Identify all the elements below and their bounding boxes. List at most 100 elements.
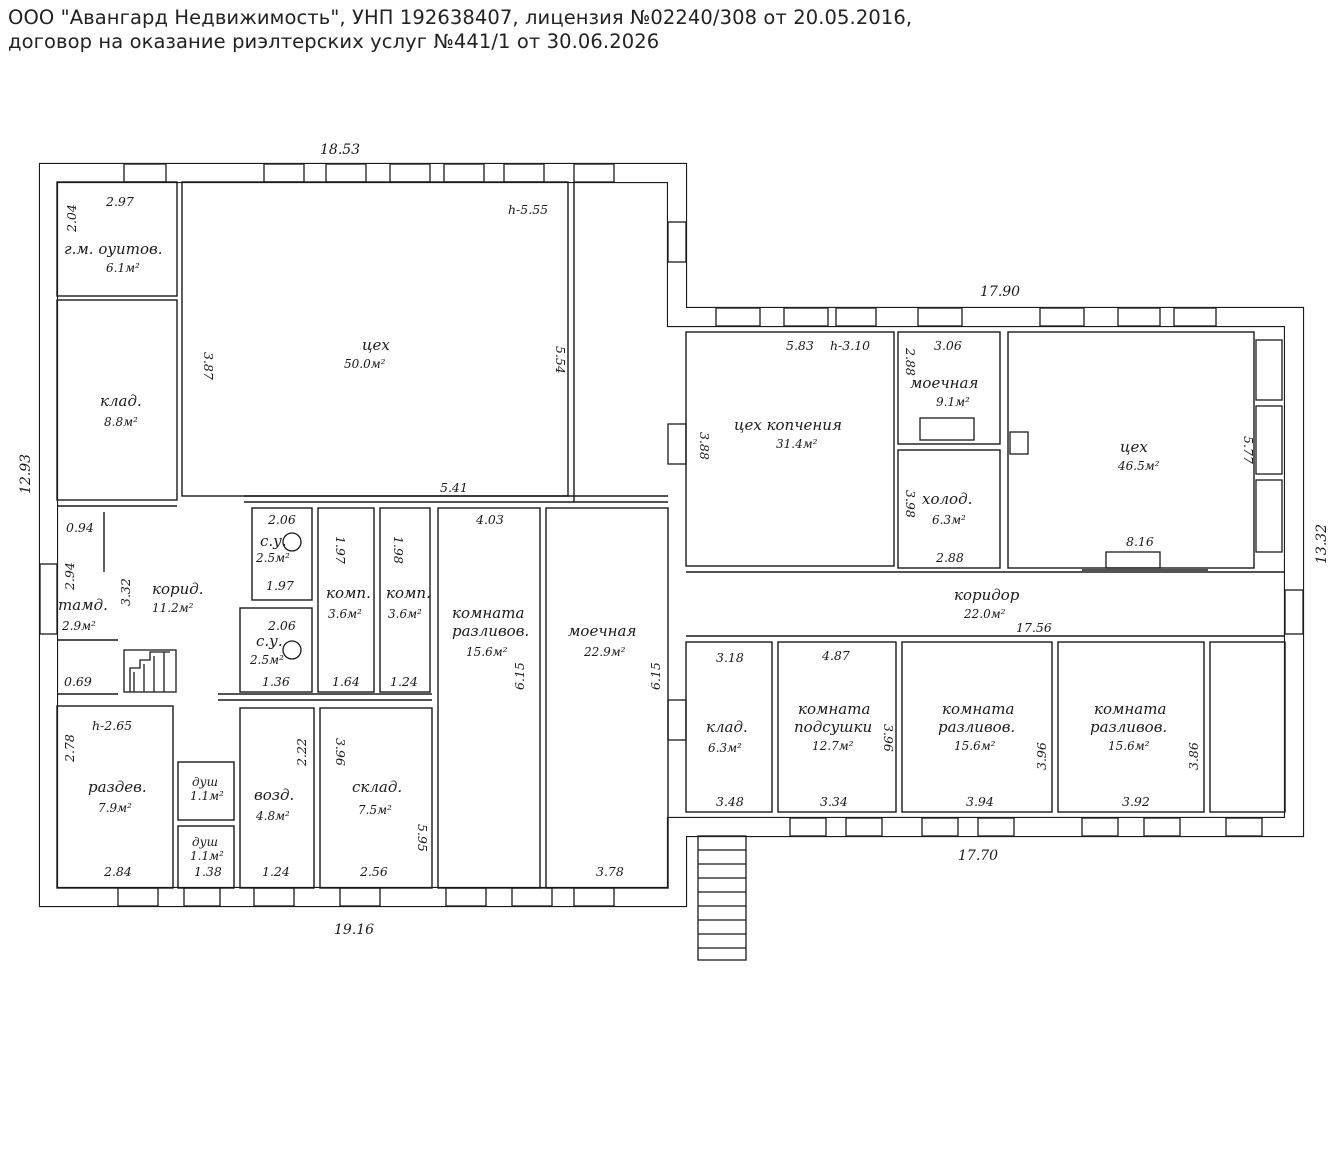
room-r24-name-2: разливов. [938, 718, 1015, 736]
room-r10-name-2: разливов. [452, 622, 529, 640]
dim-right: 13.32 [1314, 524, 1330, 564]
room-r6-area: 2.5м² [255, 551, 290, 565]
room-r19-dim-1: 2.88 [935, 550, 964, 565]
room-r6-dim-0: 2.06 [267, 512, 296, 527]
room-r1-name: г.м. оуитов. [64, 240, 162, 258]
room-r1-area: 6.1м² [106, 261, 140, 275]
room-r25-name-1: комната [1094, 700, 1166, 718]
room-r2-name: клад. [100, 392, 142, 410]
room-r12-dim-1: 2.78 [62, 734, 77, 763]
room-r16-dim-2: 2.56 [359, 864, 388, 879]
room-r19-area: 6.3м² [932, 513, 966, 527]
room-r8-area: 3.6м² [328, 607, 362, 621]
room-r7-name: с.у. [256, 632, 283, 650]
room-r3-dim-1: 5.54 [553, 346, 568, 374]
room-r11-area: 22.9м² [583, 645, 626, 659]
room-r11-name: моечная [568, 622, 636, 640]
room-r22-area: 6.3м² [708, 741, 742, 755]
room-r8-dim-1: 1.64 [332, 674, 360, 689]
windows [39, 163, 1304, 907]
dim-top-left: 18.53 [320, 142, 360, 158]
room-r3-area: 50.0м² [344, 357, 386, 371]
room-r25-dim-1: 3.92 [1122, 794, 1150, 809]
room-r10-dim-1: 6.15 [512, 662, 527, 690]
header-line-1: ООО "Авангард Недвижимость", УНП 1926384… [8, 6, 913, 29]
room-r22-dim-0: 3.18 [716, 650, 744, 665]
room-r15-area: 4.8м² [255, 809, 290, 823]
room-r4-dim-3: 0.69 [64, 674, 92, 689]
room-r22-dim-1: 3.48 [716, 794, 744, 809]
room-r16-name: склад. [352, 778, 402, 796]
room-r15-dim-1: 1.24 [262, 864, 290, 879]
room-r16-area: 7.5м² [358, 803, 392, 817]
room-r17-dim-0: 5.83 [786, 338, 814, 353]
room-r13-area: 1.1м² [190, 789, 224, 803]
room-labels: г.м. оуитов. 6.1м² 2.97 2.04 клад. 8.8м²… [58, 194, 1256, 879]
room-r16-dim-1: 5.95 [415, 824, 430, 852]
room-r5-name: корид. [152, 580, 204, 598]
room-r8-dim-0: 1.97 [333, 536, 348, 564]
room-r24-name-1: комната [942, 700, 1014, 718]
room-r7-dim-1: 1.36 [262, 674, 290, 689]
room-r2-area: 8.8м² [104, 415, 138, 429]
room-r24-area: 15.6м² [954, 739, 996, 753]
room-r18-dim-0: 3.06 [934, 338, 962, 353]
room-r14-name: душ [192, 835, 218, 849]
room-r15-dim-0: 2.22 [294, 738, 309, 767]
room-r5-area: 11.2м² [152, 601, 194, 615]
room-r7-area: 2.5м² [249, 653, 284, 667]
room-r23-name-1: комната [798, 700, 870, 718]
room-r20-area: 46.5м² [1117, 459, 1160, 473]
room-r13-name: душ [192, 775, 218, 789]
room-r25-name-2: разливов. [1090, 718, 1167, 736]
room-r19-dim-0: 3.98 [903, 490, 918, 518]
room-r4-name: тамд. [58, 596, 108, 614]
room-r2-dim-0: 3.87 [201, 352, 216, 380]
room-r20-name: цех [1120, 438, 1148, 456]
room-r9-area: 3.6м² [388, 607, 422, 621]
dim-top-right: 17.90 [980, 284, 1020, 300]
room-r14-dim-0: 1.38 [194, 864, 222, 879]
room-r20-dim-0: 5.77 [1241, 436, 1256, 464]
room-r9-dim-1: 1.24 [390, 674, 418, 689]
room-r23-dim-1: 3.96 [881, 724, 896, 752]
room-r11-dim-1: 3.78 [596, 864, 624, 879]
room-r21-area: 22.0м² [963, 607, 1006, 621]
room-r9-dim-0: 1.98 [391, 536, 406, 564]
room-r23-dim-0: 4.87 [821, 648, 850, 663]
room-r17-dim-1: h-3.10 [830, 338, 870, 353]
room-r10-dim-0: 4.03 [475, 512, 504, 527]
outer-dimensions: 18.53 17.90 19.16 17.70 12.93 13.32 [18, 142, 1330, 938]
room-r12-dim-0: h-2.65 [92, 718, 132, 733]
room-r3-dim-0: h-5.55 [508, 202, 548, 217]
room-r19-name: холод. [922, 490, 972, 508]
room-r4-area: 2.9м² [61, 619, 96, 633]
room-r11-dim-0: 6.15 [648, 662, 663, 690]
room-r22-name: клад. [706, 718, 748, 736]
room-r15-name: возд. [254, 786, 294, 804]
room-r17-dim-2: 3.88 [697, 432, 712, 460]
outer-walls [38, 162, 1305, 908]
room-r16-dim-0: 3.96 [333, 738, 348, 766]
interior-walls-right [685, 331, 1286, 961]
room-r23-dim-2: 3.34 [820, 794, 848, 809]
room-r25-area: 15.6м² [1108, 739, 1150, 753]
interior-walls-left [56, 181, 669, 889]
dim-bottom-left: 19.16 [334, 922, 374, 938]
room-r12-name: раздев. [88, 778, 147, 796]
room-r10-name-1: комната [452, 604, 524, 622]
room-r18-dim-1: 2.88 [903, 347, 918, 376]
room-r25-dim-0: 3.86 [1186, 742, 1201, 770]
room-r17-area: 31.4м² [776, 437, 818, 451]
room-r18-name: моечная [910, 374, 978, 392]
room-r10-area: 15.6м² [466, 645, 508, 659]
header-text: ООО "Авангард Недвижимость", УНП 1926384… [8, 6, 1328, 54]
room-r23-name-2: подсушки [794, 718, 872, 736]
room-r9-name: комп. [386, 584, 431, 602]
room-r24-dim-0: 3.96 [1034, 742, 1049, 770]
room-r14-area: 1.1м² [190, 849, 224, 863]
room-r20-dim-1: 8.16 [1126, 534, 1154, 549]
room-r7-dim-0: 2.06 [267, 618, 296, 633]
room-r4-dim-0: 0.94 [66, 520, 94, 535]
